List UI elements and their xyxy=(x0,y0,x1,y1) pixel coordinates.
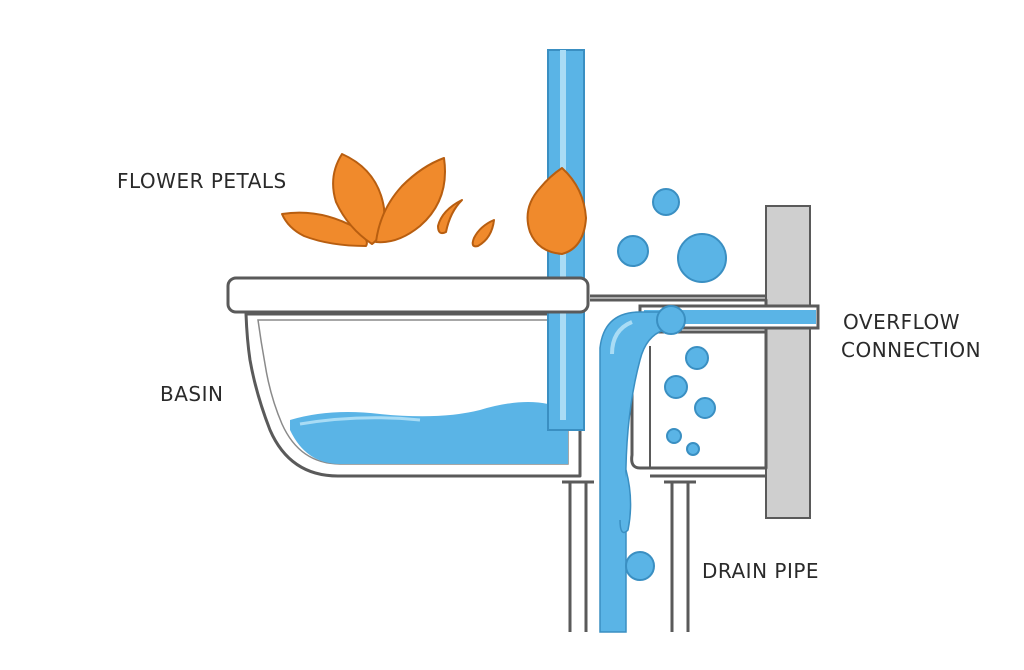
bubble xyxy=(652,188,680,216)
overflow-water-flow xyxy=(599,311,665,633)
bubble xyxy=(686,442,700,456)
bubble xyxy=(677,233,727,283)
bubble xyxy=(666,428,682,444)
petal xyxy=(526,167,587,255)
bubble xyxy=(694,397,716,419)
basin-water xyxy=(290,402,568,464)
petal xyxy=(437,199,463,235)
bubble xyxy=(656,305,686,335)
overflow-label-line2: CONNECTION xyxy=(841,338,981,362)
petal xyxy=(471,219,495,248)
flower-petals-label: FLOWER PETALS xyxy=(117,169,287,193)
basin-label: BASIN xyxy=(160,382,223,406)
bubble xyxy=(685,346,709,370)
wall xyxy=(765,205,811,519)
drain-pipe-label: DRAIN PIPE xyxy=(702,559,819,583)
basin-rim xyxy=(226,276,590,314)
flower-petals xyxy=(281,153,587,255)
bubble xyxy=(664,375,688,399)
overflow-label-line1: OVERFLOW xyxy=(843,310,960,334)
bubble xyxy=(625,551,655,581)
petal xyxy=(332,153,386,245)
bubbles xyxy=(617,188,727,581)
petal xyxy=(281,211,368,247)
bubble xyxy=(617,235,649,267)
petal xyxy=(375,157,446,244)
